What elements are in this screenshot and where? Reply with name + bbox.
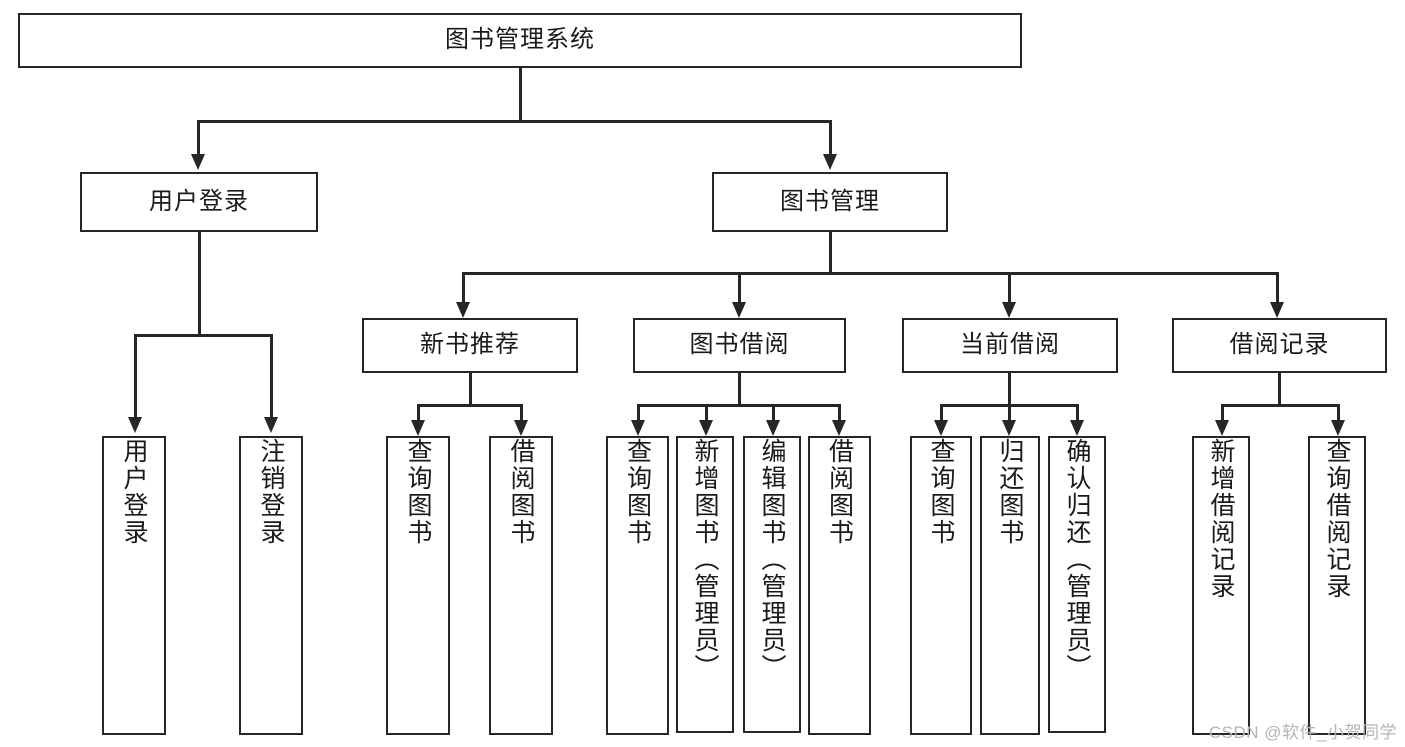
node-book-borrow-label: 图书借阅 bbox=[689, 331, 790, 359]
connector-user-login-drop-0 bbox=[134, 334, 137, 419]
leaf-borrow-query-book-label: 查询图书 bbox=[623, 438, 652, 546]
leaf-current-confirm-return-admin[interactable]: 确认归还（管理员） bbox=[1048, 436, 1106, 733]
arrowhead-current-borrow-2 bbox=[1070, 420, 1084, 436]
connector-new-book-drop-1 bbox=[520, 404, 523, 422]
node-root-system-label: 图书管理系统 bbox=[445, 26, 595, 54]
connector-user-login-bus bbox=[134, 334, 272, 337]
leaf-borrow-borrow-book-label: 借阅图书 bbox=[825, 438, 854, 546]
leaf-record-add-record-label: 新增借阅记录 bbox=[1207, 438, 1235, 600]
connector-level3-drop-2 bbox=[1008, 272, 1011, 304]
connector-current-borrow-drop-2 bbox=[1076, 404, 1079, 422]
leaf-borrow-add-book-admin[interactable]: 新增图书（管理员） bbox=[676, 436, 734, 733]
leaf-borrow-borrow-book[interactable]: 借阅图书 bbox=[808, 436, 871, 735]
connector-book-borrow-drop-2 bbox=[772, 404, 775, 422]
leaf-new-book-borrow[interactable]: 借阅图书 bbox=[489, 436, 553, 735]
arrowhead-book-borrow-2 bbox=[766, 420, 780, 436]
leaf-user-login-login-label: 用户登录 bbox=[120, 438, 148, 546]
arrowhead-level3-3 bbox=[1270, 302, 1284, 318]
leaf-current-query-book-label: 查询图书 bbox=[927, 438, 955, 546]
arrowhead-new-book-0 bbox=[411, 420, 425, 436]
connector-borrow-record-stem bbox=[1278, 373, 1281, 405]
leaf-user-login-login[interactable]: 用户登录 bbox=[102, 436, 166, 735]
connector-book-borrow-stem bbox=[738, 373, 741, 405]
arrowhead-user-login-1 bbox=[264, 417, 278, 433]
leaf-current-return-book-label: 归还图书 bbox=[996, 438, 1024, 546]
node-user-login[interactable]: 用户登录 bbox=[80, 172, 318, 232]
leaf-record-query-record[interactable]: 查询借阅记录 bbox=[1308, 436, 1366, 735]
connector-level3-bus bbox=[462, 272, 1279, 275]
connector-new-book-drop-0 bbox=[417, 404, 420, 422]
connector-book-borrow-bus bbox=[637, 404, 840, 407]
connector-level2-drop-1 bbox=[829, 120, 832, 156]
leaf-borrow-add-book-admin-label: 新增图书（管理员） bbox=[691, 438, 719, 681]
arrowhead-borrow-record-1 bbox=[1331, 420, 1345, 436]
leaf-new-book-query-label: 查询图书 bbox=[404, 438, 432, 546]
arrowhead-borrow-record-0 bbox=[1215, 420, 1229, 436]
connector-book-mgmt-stem bbox=[829, 232, 832, 273]
leaf-current-confirm-return-admin-label: 确认归还（管理员） bbox=[1063, 438, 1091, 681]
arrowhead-level3-0 bbox=[456, 302, 470, 318]
arrowhead-level3-2 bbox=[1002, 302, 1016, 318]
connector-current-borrow-drop-0 bbox=[940, 404, 943, 422]
arrowhead-book-borrow-0 bbox=[631, 420, 645, 436]
leaf-borrow-edit-book-admin[interactable]: 编辑图书（管理员） bbox=[743, 436, 801, 733]
leaf-record-query-record-label: 查询借阅记录 bbox=[1323, 438, 1351, 600]
leaf-current-query-book[interactable]: 查询图书 bbox=[910, 436, 972, 735]
leaf-new-book-query[interactable]: 查询图书 bbox=[386, 436, 450, 735]
leaf-record-add-record[interactable]: 新增借阅记录 bbox=[1192, 436, 1250, 735]
arrowhead-level2-0 bbox=[191, 154, 205, 170]
connector-borrow-record-drop-1 bbox=[1337, 404, 1340, 422]
node-new-book-recommend[interactable]: 新书推荐 bbox=[362, 318, 578, 373]
leaf-borrow-query-book[interactable]: 查询图书 bbox=[606, 436, 669, 735]
connector-book-borrow-drop-0 bbox=[637, 404, 640, 422]
node-borrow-record[interactable]: 借阅记录 bbox=[1172, 318, 1387, 373]
node-root-system[interactable]: 图书管理系统 bbox=[18, 13, 1022, 68]
connector-level2-bus bbox=[197, 120, 831, 123]
node-current-borrow-label: 当前借阅 bbox=[960, 331, 1060, 359]
leaf-borrow-edit-book-admin-label: 编辑图书（管理员） bbox=[758, 438, 786, 681]
connector-level3-drop-1 bbox=[738, 272, 741, 304]
node-user-login-label: 用户登录 bbox=[149, 187, 249, 215]
connector-level3-drop-3 bbox=[1276, 272, 1279, 304]
connector-borrow-record-bus bbox=[1221, 404, 1339, 407]
connector-user-login-stem bbox=[198, 232, 201, 334]
leaf-new-book-borrow-label: 借阅图书 bbox=[507, 438, 535, 546]
connector-current-borrow-drop-1 bbox=[1008, 404, 1011, 422]
connector-current-borrow-stem bbox=[1008, 373, 1011, 405]
connector-book-borrow-drop-3 bbox=[838, 404, 841, 422]
connector-new-book-stem bbox=[469, 373, 472, 405]
node-current-borrow[interactable]: 当前借阅 bbox=[902, 318, 1118, 373]
leaf-user-login-logout-label: 注销登录 bbox=[257, 438, 285, 546]
arrowhead-book-borrow-1 bbox=[699, 420, 713, 436]
node-book-management-label: 图书管理 bbox=[780, 187, 880, 215]
connector-level3-drop-0 bbox=[462, 272, 465, 304]
connector-level2-drop-0 bbox=[197, 120, 200, 156]
node-book-management[interactable]: 图书管理 bbox=[712, 172, 948, 232]
arrowhead-current-borrow-1 bbox=[1002, 420, 1016, 436]
connector-borrow-record-drop-0 bbox=[1221, 404, 1224, 422]
arrowhead-level2-1 bbox=[823, 154, 837, 170]
node-borrow-record-label: 借阅记录 bbox=[1229, 331, 1330, 359]
arrowhead-new-book-1 bbox=[514, 420, 528, 436]
connector-new-book-bus bbox=[417, 404, 522, 407]
arrowhead-level3-1 bbox=[732, 302, 746, 318]
connector-book-borrow-drop-1 bbox=[705, 404, 708, 422]
arrowhead-book-borrow-3 bbox=[832, 420, 846, 436]
arrowhead-user-login-0 bbox=[128, 417, 142, 433]
arrowhead-current-borrow-0 bbox=[934, 420, 948, 436]
leaf-current-return-book[interactable]: 归还图书 bbox=[980, 436, 1040, 735]
node-book-borrow[interactable]: 图书借阅 bbox=[633, 318, 846, 373]
connector-root-stem bbox=[519, 68, 522, 120]
connector-user-login-drop-1 bbox=[270, 334, 273, 419]
leaf-user-login-logout[interactable]: 注销登录 bbox=[239, 436, 303, 735]
node-new-book-recommend-label: 新书推荐 bbox=[420, 331, 520, 359]
